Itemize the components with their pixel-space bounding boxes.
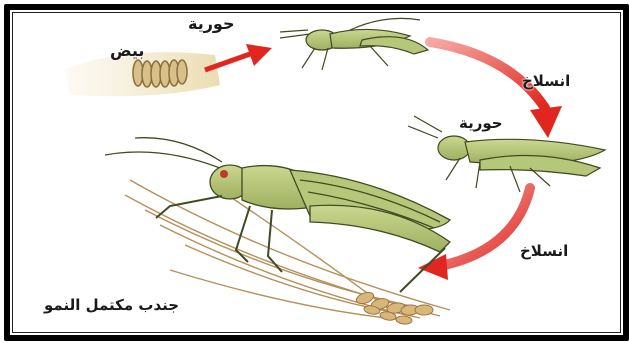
nymph-grasshopper-icon bbox=[280, 18, 428, 70]
label-molt-second: انسلاخ bbox=[520, 242, 568, 260]
label-nymph-first: حورية bbox=[188, 14, 234, 33]
label-eggs: بيض bbox=[110, 41, 144, 60]
adult-grasshopper-icon bbox=[105, 138, 450, 292]
label-adult: جندب مكتمل النمو bbox=[44, 296, 179, 314]
label-nymph-second: حورية bbox=[459, 114, 503, 132]
diagram-frame: بيض حورية انسلاخ حورية انسلاخ جندب مكتمل… bbox=[4, 4, 629, 341]
label-molt-first: انسلاخ bbox=[522, 72, 570, 90]
nymph-grasshopper-icon bbox=[408, 116, 605, 192]
life-cycle-illustration bbox=[10, 10, 623, 335]
wheat-stalk-icon bbox=[355, 290, 433, 324]
